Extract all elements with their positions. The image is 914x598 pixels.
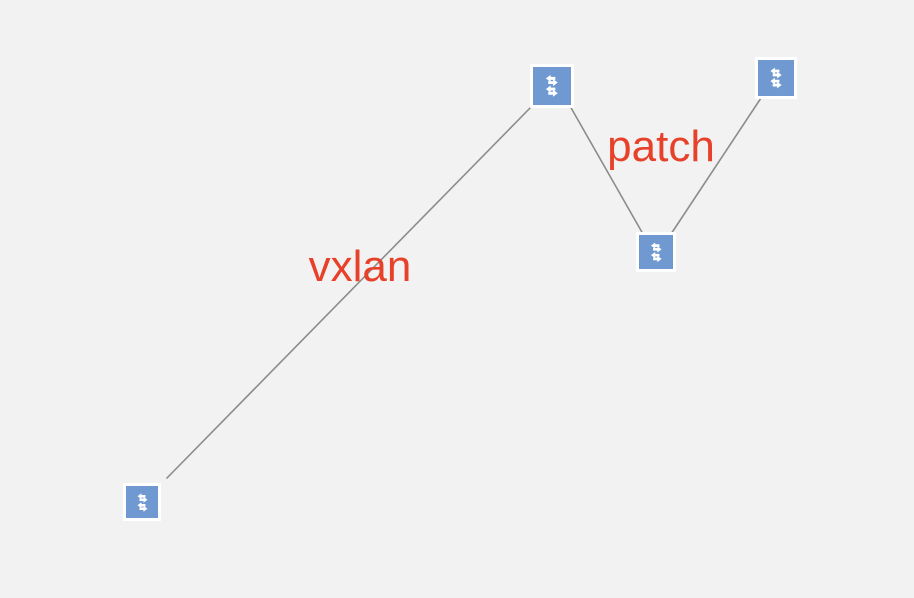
network-switch-icon — [770, 67, 782, 89]
edge-label-patch: patch — [607, 122, 715, 171]
node-top-right[interactable] — [755, 57, 797, 99]
network-switch-icon — [546, 75, 558, 97]
network-switch-icon — [650, 242, 662, 262]
node-top-center[interactable] — [530, 64, 574, 108]
edge-label-vxlan: vxlan — [308, 242, 412, 291]
edge-patch-left[interactable] — [569, 105, 644, 235]
node-center[interactable] — [636, 232, 676, 272]
network-switch-icon — [137, 492, 147, 512]
edge-patch-right[interactable] — [670, 97, 762, 235]
node-bottom-left[interactable] — [123, 483, 161, 521]
edge-vxlan[interactable] — [166, 104, 534, 479]
